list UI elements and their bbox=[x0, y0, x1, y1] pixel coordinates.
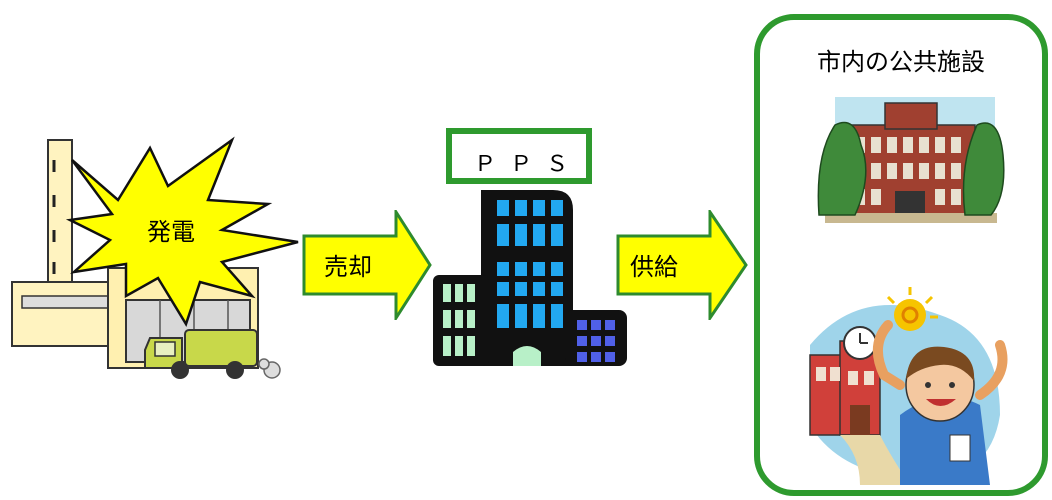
supply-arrow bbox=[616, 210, 748, 320]
garbage-truck-icon bbox=[144, 329, 281, 379]
pps-building-icon bbox=[433, 190, 627, 366]
school-child-illustration bbox=[809, 287, 1008, 485]
pps-label: ＰＰＳ bbox=[474, 152, 583, 177]
supply-arrow-label: 供給 bbox=[630, 253, 678, 281]
power-burst-icon bbox=[65, 136, 299, 327]
sell-arrow bbox=[302, 210, 432, 320]
public-facilities-title: 市内の公共施設 bbox=[817, 48, 985, 76]
burst-label: 発電 bbox=[147, 218, 195, 246]
power-plant-illustration bbox=[11, 136, 299, 379]
sell-arrow-label: 売却 bbox=[324, 253, 372, 281]
pps-label-box: ＰＰＳ bbox=[446, 128, 592, 184]
city-hall-illustration bbox=[817, 97, 1005, 223]
